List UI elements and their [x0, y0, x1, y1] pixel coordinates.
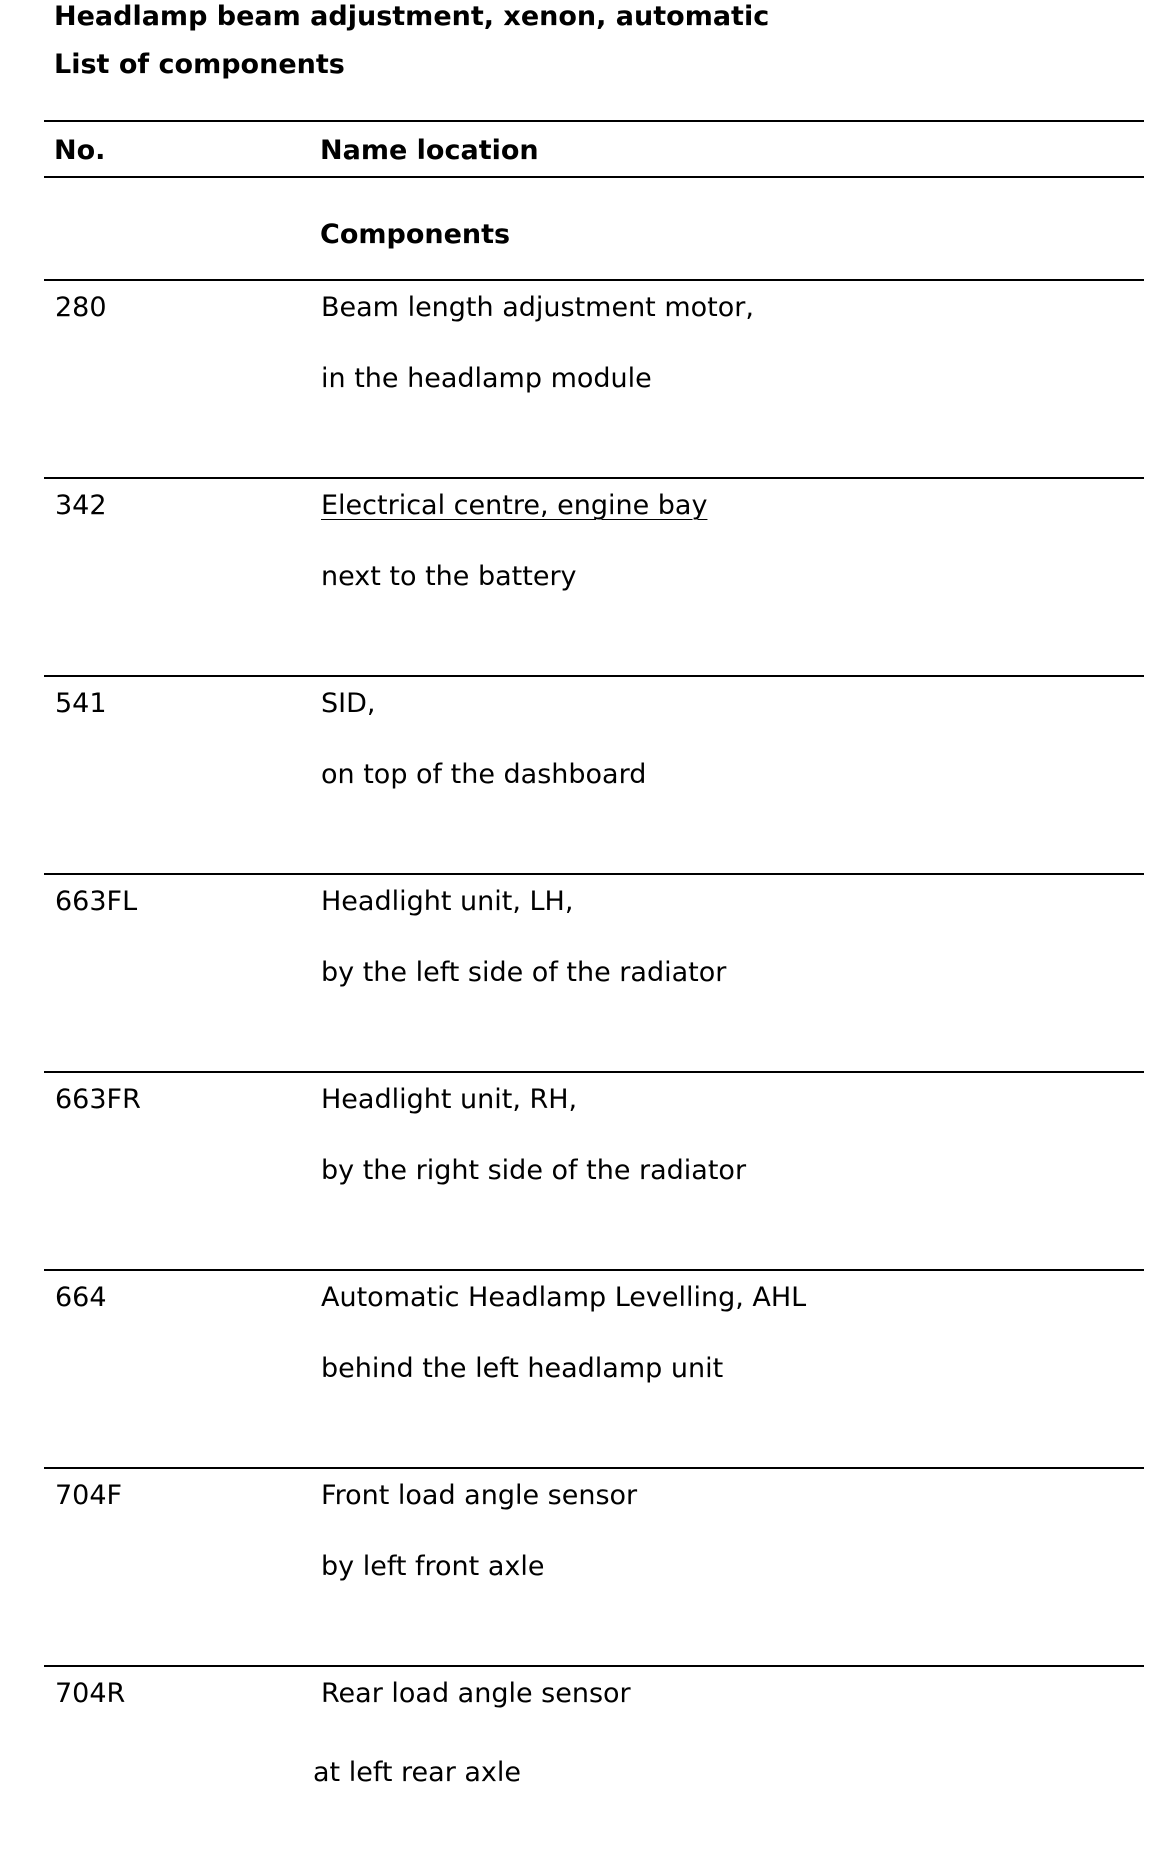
component-number: 342	[55, 490, 107, 521]
table-row: 342 Electrical centre, engine bay next to …	[0, 477, 1152, 675]
header-bottom-rule	[44, 176, 1144, 178]
section-label-components: Components	[320, 219, 511, 250]
component-location: next to the battery	[321, 561, 577, 592]
component-number: 663FR	[55, 1084, 141, 1115]
row-divider	[44, 873, 1144, 875]
document-title: Headlamp beam adjustment, xenon, automat…	[54, 1, 770, 32]
table-top-rule	[44, 120, 1144, 122]
component-name: Beam length adjustment motor,	[321, 292, 754, 323]
component-location: behind the left headlamp unit	[321, 1353, 724, 1384]
table-row: 664 Automatic Headlamp Levelling, AHL behi…	[0, 1269, 1152, 1467]
component-number: 704F	[55, 1480, 123, 1511]
component-location: at left rear axle	[313, 1757, 522, 1788]
component-name: Headlight unit, RH,	[321, 1084, 578, 1115]
component-number: 541	[55, 688, 107, 719]
table-row: 663FL Headlight unit, LH, by the left side…	[0, 873, 1152, 1071]
table-row: 704F Front load angle sensor by left front…	[0, 1467, 1152, 1665]
component-location: in the headlamp module	[321, 363, 652, 394]
component-name: Automatic Headlamp Levelling, AHL	[321, 1282, 807, 1313]
component-name: Front load angle sensor	[321, 1480, 638, 1511]
component-location: by the left side of the radiator	[321, 957, 727, 988]
component-location: by left front axle	[321, 1551, 545, 1582]
component-number: 664	[55, 1282, 107, 1313]
row-divider	[44, 675, 1144, 677]
component-number: 280	[55, 292, 107, 323]
component-name: Headlight unit, LH,	[321, 886, 574, 917]
row-divider	[44, 1467, 1144, 1469]
row-divider	[44, 477, 1144, 479]
component-name-link[interactable]: Electrical centre, engine bay	[321, 490, 708, 521]
document-subtitle: List of components	[54, 49, 345, 80]
table-row: 704R Rear load angle sensor at left rear a…	[0, 1665, 1152, 1863]
table-row: 663FR Headlight unit, RH, by the right sid…	[0, 1071, 1152, 1269]
table-row: 541 SID, on top of the dashboard	[0, 675, 1152, 873]
column-header-number: No.	[54, 135, 106, 166]
column-header-name-location: Name location	[320, 135, 539, 166]
table-row: 280 Beam length adjustment motor, in the h…	[0, 279, 1152, 477]
row-divider	[44, 279, 1144, 281]
component-name: Rear load angle sensor	[321, 1678, 631, 1709]
row-divider	[44, 1071, 1144, 1073]
component-number: 704R	[55, 1678, 126, 1709]
component-location: on top of the dashboard	[321, 759, 647, 790]
component-location: by the right side of the radiator	[321, 1155, 747, 1186]
row-divider	[44, 1269, 1144, 1271]
component-number: 663FL	[55, 886, 138, 917]
component-name: SID,	[321, 688, 376, 719]
row-divider	[44, 1665, 1144, 1667]
